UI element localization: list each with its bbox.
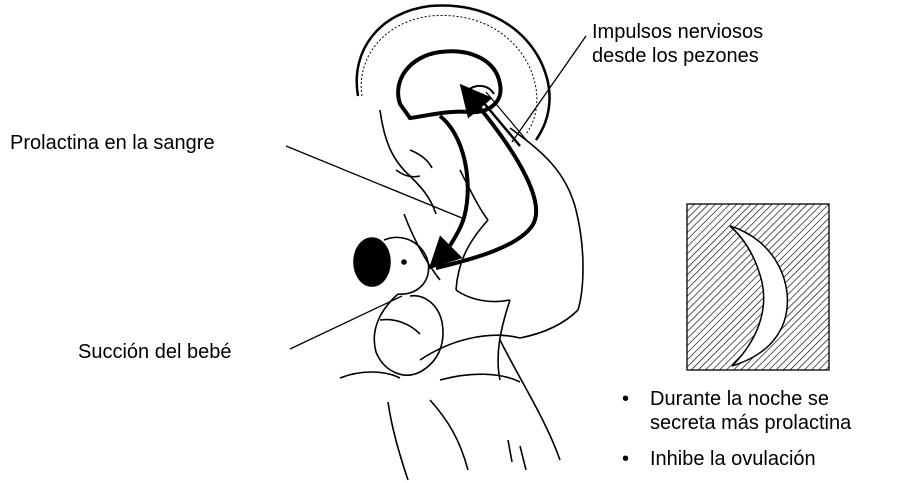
- facts-list: • Durante la noche se secreta más prolac…: [622, 387, 851, 483]
- night-panel: [687, 204, 829, 370]
- label-impulsos-line1: Impulsos nerviosos: [592, 20, 763, 44]
- brain-icon: [398, 51, 500, 118]
- bullet-marker: •: [622, 447, 629, 471]
- list-item: • Inhibe la ovulación: [622, 447, 851, 471]
- bullet-marker: •: [622, 387, 629, 411]
- leader-impulsos: [512, 36, 586, 142]
- leader-lines: [286, 36, 586, 349]
- label-prolactina-sangre: Prolactina en la sangre: [10, 131, 215, 155]
- fact-line: Inhibe la ovulación: [650, 447, 851, 471]
- label-succion-bebe: Succión del bebé: [78, 340, 231, 364]
- label-impulsos-line2: desde los pezones: [592, 44, 763, 68]
- list-item: • Durante la noche se secreta más prolac…: [622, 387, 851, 435]
- leader-succion: [290, 296, 402, 349]
- fact-line: secreta más prolactina: [650, 411, 851, 435]
- leader-prolactina: [286, 146, 462, 218]
- prolactin-flow-arrow: [440, 116, 468, 258]
- mother-body-icon: [340, 128, 583, 480]
- fact-line: Durante la noche se: [650, 387, 851, 411]
- label-impulsos-nerviosos: Impulsos nerviosos desde los pezones: [592, 20, 763, 68]
